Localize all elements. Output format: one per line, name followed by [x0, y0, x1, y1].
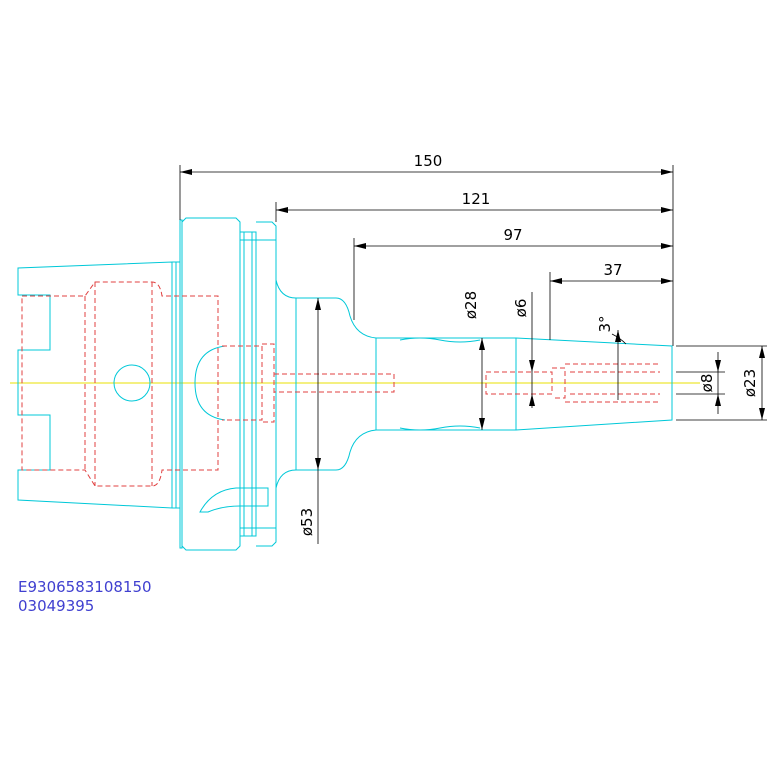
holder-outline — [17, 217, 673, 551]
dim-dia6-label: ø6 — [512, 299, 530, 318]
dim-dia23-label: ø23 — [741, 369, 759, 397]
dim-97-label: 97 — [503, 226, 522, 244]
dim-150-label: 150 — [414, 152, 443, 170]
dim-37-label: 37 — [603, 261, 622, 279]
dim-121-label: 121 — [462, 190, 491, 208]
part-code-line2: 03049395 — [18, 597, 94, 615]
dim-dia28-label: ø28 — [462, 291, 480, 319]
hidden-lines — [21, 281, 660, 487]
dim-dia53-label: ø53 — [298, 508, 316, 536]
dimension-lines — [179, 165, 767, 544]
dim-angle3-label: 3° — [596, 315, 614, 332]
dim-dia8-label: ø8 — [698, 374, 716, 393]
part-code-line1: E9306583108150 — [18, 578, 152, 596]
